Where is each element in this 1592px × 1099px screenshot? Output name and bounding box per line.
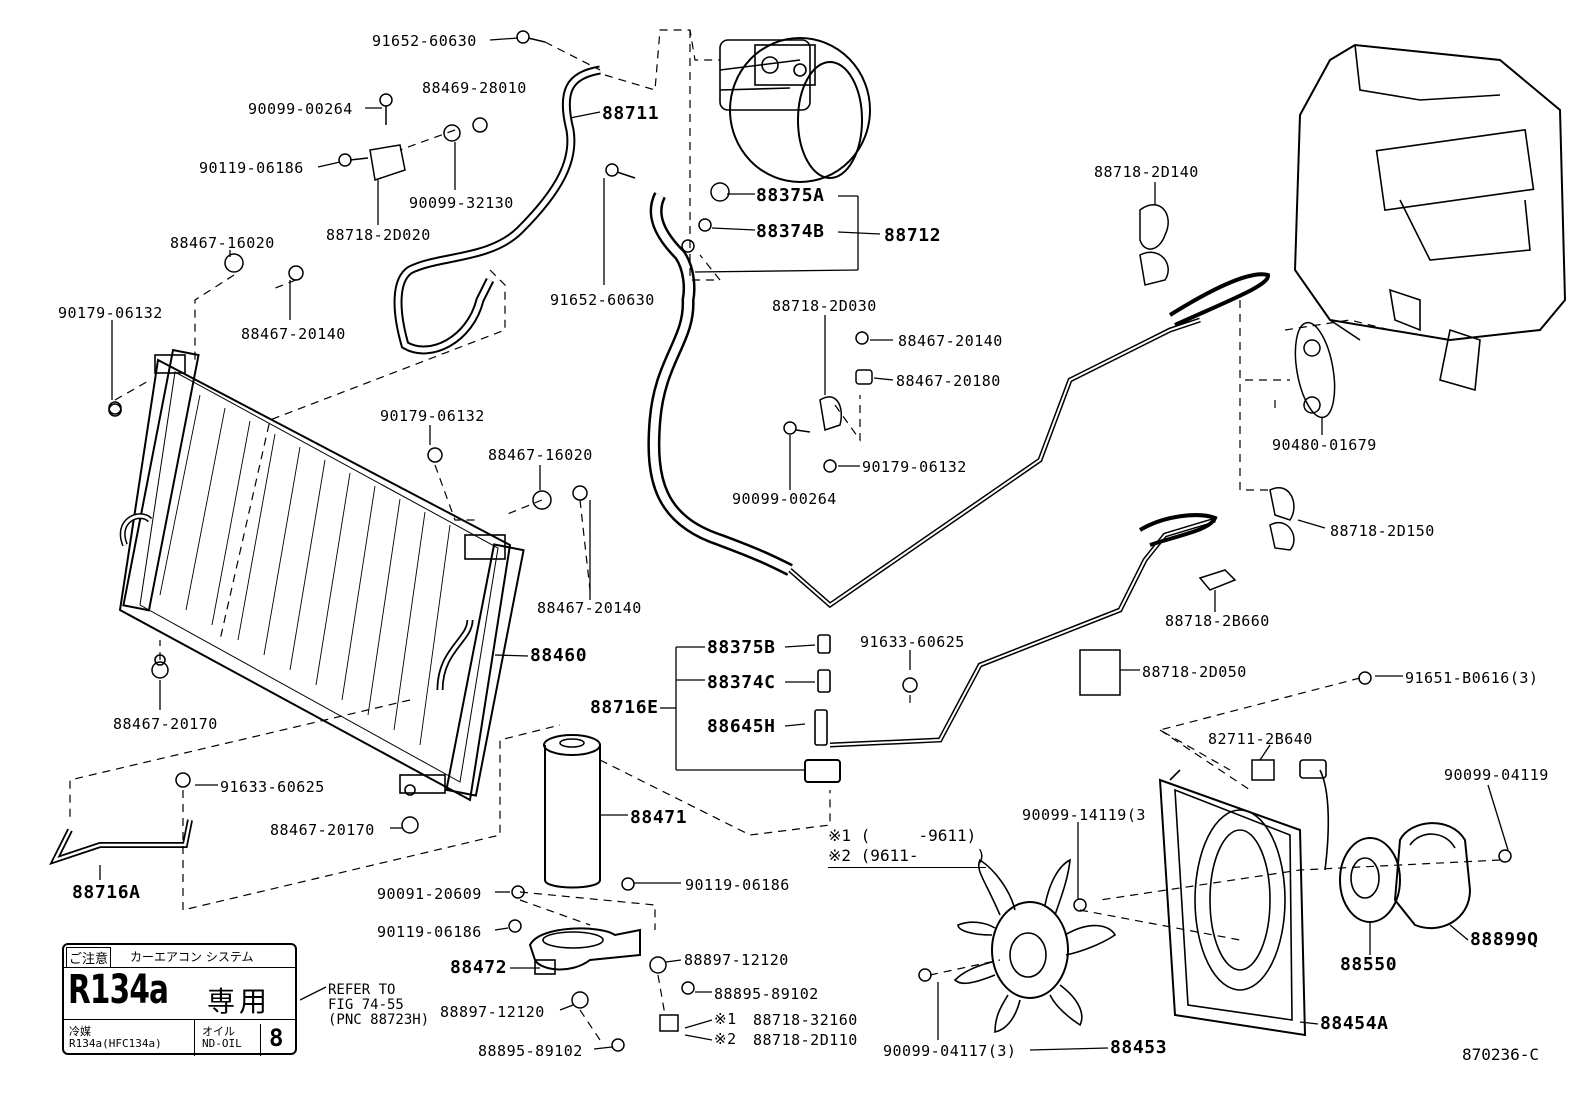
motor-cover-drawing (1393, 822, 1472, 930)
part-note-mark-2: ※2 (714, 1030, 737, 1048)
part-label-91652-60630: 91652-60630 (372, 32, 477, 50)
part-label-88895-89102: 88895-89102 (478, 1042, 583, 1060)
refrigerant-label-header: ご注意 カーエアコン システム (64, 945, 295, 968)
note-line-2: ※2 (9611- ) (828, 846, 986, 868)
fan-motor-drawing (1299, 759, 1401, 923)
part-label-88645H: 88645H (707, 716, 776, 737)
exclusive-text: 専用 (207, 985, 272, 1018)
part-label-90099-32130: 90099-32130 (409, 194, 514, 212)
part-label-88718-2D050: 88718-2D050 (1142, 663, 1247, 681)
applicability-notes: ※1 ( -9611) ※2 (9611- ) (828, 826, 986, 868)
part-label-90179-06132: 90179-06132 (58, 304, 163, 322)
evaporator-unit-drawing (1293, 43, 1567, 392)
part-label-88550: 88550 (1340, 954, 1398, 975)
part-label-88718-2D150: 88718-2D150 (1330, 522, 1435, 540)
refrigerant-label-panel: ご注意 カーエアコン システム R134a 専用 冷媒 R134a(HFC134… (62, 943, 297, 1056)
part-label-88711: 88711 (602, 103, 660, 124)
fastener-parts (108, 30, 1512, 1052)
drawing-code: 870236-C (1462, 1045, 1540, 1064)
dashed-guides (69, 29, 1501, 1041)
part-label-88897-12120: 88897-12120 (440, 1003, 545, 1021)
part-label-90119-06186: 90119-06186 (685, 876, 790, 894)
part-label-91633-60625: 91633-60625 (860, 633, 965, 651)
fan-drawing (953, 858, 1117, 1033)
coolant-value: R134a(HFC134a) (69, 1037, 162, 1050)
part-label-90119-06186: 90119-06186 (199, 159, 304, 177)
receiver-drawing (543, 734, 601, 889)
part-label-88375B: 88375B (707, 637, 776, 658)
part-label-88467-20140: 88467-20140 (898, 332, 1003, 350)
fan-shroud-drawing (1158, 769, 1307, 1037)
refer-bracket (300, 986, 327, 1001)
part-label-90179-06132: 90179-06132 (380, 407, 485, 425)
part-label-88467-20170: 88467-20170 (270, 821, 375, 839)
part-label-88718-2D140: 88718-2D140 (1094, 163, 1199, 181)
compressor-drawing (719, 37, 871, 183)
part-label-88467-20180: 88467-20180 (896, 372, 1001, 390)
refrigerant-name: R134a (68, 967, 169, 1013)
leader-lines (99, 37, 1509, 1051)
part-label-91651-B0616: 91651-B0616(3) (1405, 669, 1539, 687)
part-label-88467-16020: 88467-16020 (488, 446, 593, 464)
part-label-91633-60625: 91633-60625 (220, 778, 325, 796)
part-label-88718-2D110: 88718-2D110 (753, 1031, 858, 1049)
part-label-90091-20609: 90091-20609 (377, 885, 482, 903)
part-label-82711-2B640: 82711-2B640 (1208, 730, 1313, 748)
part-label-88718-32160: 88718-32160 (753, 1011, 858, 1029)
part-label-91652-60630: 91652-60630 (550, 291, 655, 309)
footer-divider (194, 1020, 195, 1056)
part-label-88453: 88453 (1110, 1037, 1168, 1058)
part-label-88712: 88712 (884, 225, 942, 246)
oil-value: ND-OIL (202, 1037, 242, 1050)
oil-number: 8 (260, 1024, 283, 1056)
part-label-88895-89102: 88895-89102 (714, 985, 819, 1003)
part-label-90099-14119: 90099-14119(3 (1022, 806, 1146, 824)
part-note-mark-1: ※1 (714, 1010, 737, 1028)
part-label-88718-2D030: 88718-2D030 (772, 297, 877, 315)
refer-note: REFER TO FIG 74-55 (PNC 88723H) (328, 983, 429, 1028)
part-label-88374C: 88374C (707, 672, 776, 693)
part-label-88472: 88472 (450, 957, 508, 978)
refer-line-3: (PNC 88723H) (328, 1012, 430, 1028)
caution-text: ご注意 (66, 947, 112, 968)
refrigerant-lines (49, 65, 1270, 866)
refer-line-2: FIG 74-55 (328, 997, 404, 1013)
note-line-1: ※1 ( -9611) (828, 826, 977, 845)
part-label-88374B: 88374B (756, 221, 825, 242)
part-label-88716E: 88716E (590, 697, 659, 718)
part-label-90179-06132: 90179-06132 (862, 458, 967, 476)
part-label-88375A: 88375A (756, 185, 825, 206)
part-label-90099-04119: 90099-04119 (1444, 766, 1549, 784)
refrigerant-label-footer: 冷媒 R134a(HFC134a) オイル ND-OIL 8 (64, 1019, 295, 1056)
part-label-88454A: 88454A (1320, 1013, 1389, 1034)
part-label-88718-2D020: 88718-2D020 (326, 226, 431, 244)
part-label-90480-01679: 90480-01679 (1272, 436, 1377, 454)
part-label-88460: 88460 (530, 645, 588, 666)
part-label-88716A: 88716A (72, 882, 141, 903)
part-label-88467-20170: 88467-20170 (113, 715, 218, 733)
part-label-90119-06186: 90119-06186 (377, 923, 482, 941)
system-text: カーエアコン システム (130, 950, 254, 964)
part-label-88897-12120: 88897-12120 (684, 951, 789, 969)
part-label-88467-20140: 88467-20140 (241, 325, 346, 343)
part-label-88471: 88471 (630, 807, 688, 828)
bracket-drawing (528, 927, 641, 975)
part-label-90099-04117: 90099-04117(3) (883, 1042, 1017, 1060)
part-label-90099-00264: 90099-00264 (248, 100, 353, 118)
part-label-90099-00264: 90099-00264 (732, 490, 837, 508)
part-label-88899Q: 88899Q (1470, 929, 1539, 950)
refer-line-1: REFER TO (328, 982, 396, 998)
part-label-88469-28010: 88469-28010 (422, 79, 527, 97)
oil-title: オイル (202, 1025, 235, 1038)
part-label-88718-2B660: 88718-2B660 (1165, 612, 1270, 630)
coolant-title: 冷媒 (69, 1025, 91, 1038)
part-label-88467-16020: 88467-16020 (170, 234, 275, 252)
part-label-88467-20140: 88467-20140 (537, 599, 642, 617)
